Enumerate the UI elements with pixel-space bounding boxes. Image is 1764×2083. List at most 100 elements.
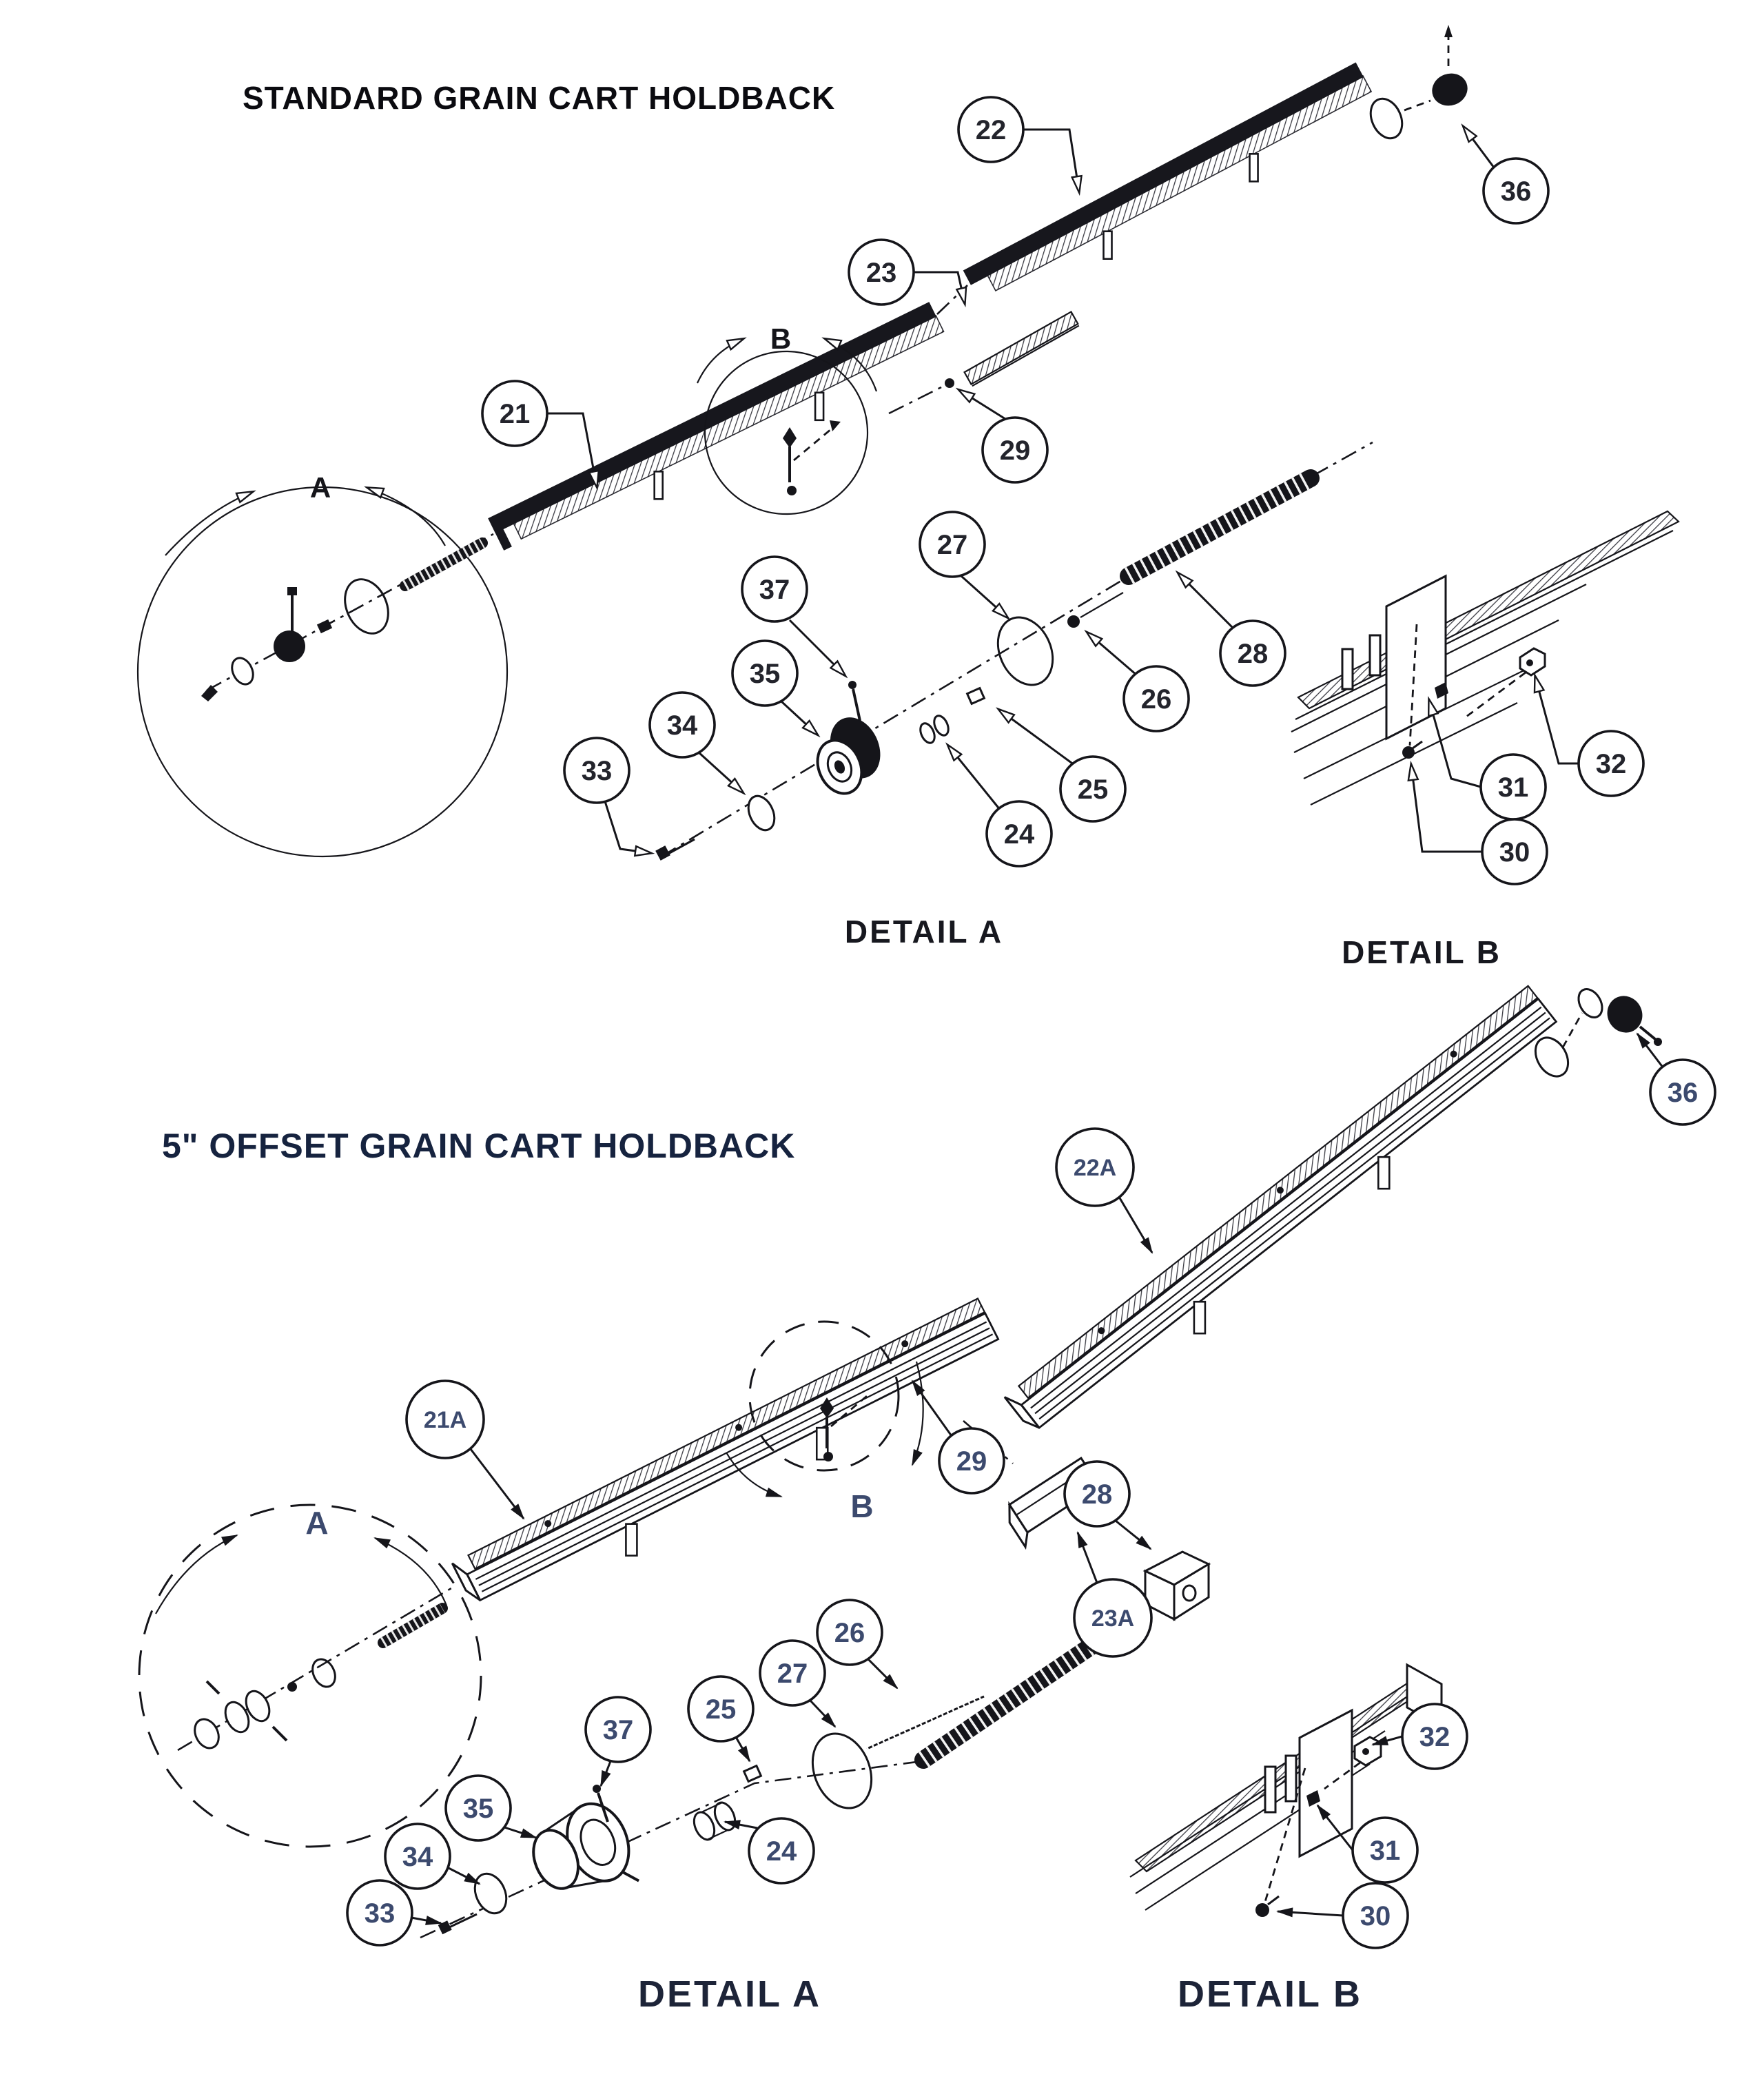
section-offset-holdback: 5" OFFSET GRAIN CART HOLDBACK [138, 985, 1716, 2015]
cap-36-top [1432, 25, 1468, 106]
slide-block-bottom [1142, 1550, 1211, 1621]
callout-35-bottom: 35 [444, 1774, 512, 1842]
svg-text:21A: 21A [424, 1407, 466, 1433]
leader-28-b [1115, 1519, 1152, 1550]
holdback-splice-23 [963, 311, 1080, 387]
detail-b-drawing-bottom [1129, 1663, 1443, 1917]
leader-27-b [808, 1699, 837, 1728]
callout-34-bottom: 34 [384, 1823, 451, 1890]
leader-28 [1178, 573, 1235, 630]
detail-b-label-top: DETAIL B [1342, 934, 1501, 970]
callout-22a: 22A [1055, 1127, 1135, 1207]
pin-31-target-bottom [1306, 1790, 1320, 1807]
callout-23: 23 [848, 238, 915, 306]
svg-text:31: 31 [1498, 772, 1529, 803]
rail-21a [451, 1297, 1000, 1602]
leader-21 [547, 412, 597, 486]
leader-25 [999, 710, 1075, 766]
view-b-arrow-left-b [726, 1452, 783, 1498]
leader-31 [1429, 700, 1481, 788]
svg-text:34: 34 [667, 710, 698, 741]
view-a-arrow-left-b [155, 1534, 238, 1614]
pin-37-bottom [593, 1785, 609, 1823]
leader-23a [1076, 1531, 1098, 1583]
leader-33 [604, 801, 650, 853]
svg-text:33: 33 [365, 1898, 396, 1929]
svg-text:37: 37 [603, 1715, 634, 1745]
svg-text:36: 36 [1501, 176, 1532, 207]
svg-text:24: 24 [766, 1836, 797, 1867]
svg-text:22: 22 [976, 115, 1007, 145]
callout-28-bottom: 28 [1063, 1460, 1131, 1528]
detail-b-drawing-top [1291, 510, 1680, 806]
callout-36-bottom: 36 [1649, 1058, 1716, 1126]
mount-plate-top [1385, 574, 1447, 741]
rail-21 [488, 302, 945, 551]
leader-35-b [504, 1826, 537, 1839]
callout-30-bottom: 30 [1342, 1882, 1409, 1949]
nut-26-top [1067, 592, 1124, 628]
nut-25-bottom [742, 1764, 763, 1783]
bolt-30-target-top [1402, 624, 1423, 759]
callout-32-bottom: 32 [1401, 1703, 1468, 1770]
callout-30-top: 30 [1481, 818, 1548, 885]
section-title-offset: 5" OFFSET GRAIN CART HOLDBACK [162, 1127, 795, 1165]
retainer-cup-35-top [816, 717, 881, 795]
svg-text:28: 28 [1082, 1479, 1113, 1510]
view-circle-a-bottom: A [138, 1504, 482, 1848]
callout-21a: 21A [405, 1379, 485, 1459]
leaders-top [547, 127, 1579, 853]
leader-35 [780, 700, 817, 735]
callout-35-top: 35 [731, 639, 799, 707]
callout-24-bottom: 24 [748, 1817, 815, 1885]
threaded-rod-26-bottom [865, 1694, 985, 1752]
leader-34-b [448, 1867, 481, 1885]
leader-37-b [599, 1761, 612, 1787]
view-a-arrow-right [368, 488, 446, 546]
callout-29-bottom: 29 [938, 1427, 1005, 1495]
svg-text:30: 30 [1499, 837, 1530, 868]
view-b-arrow-right [825, 339, 878, 392]
leader-22 [1023, 128, 1079, 192]
bushing-24-bottom [693, 1801, 737, 1841]
view-circle-a-top: A [136, 471, 509, 858]
view-label-a-top: A [310, 471, 331, 504]
clevis-cup-bottom [205, 1680, 288, 1742]
mount-plate-bottom [1298, 1708, 1353, 1858]
leader-26 [1087, 633, 1138, 677]
nut-32-target-top [1466, 647, 1546, 718]
cap-36-bottom [1607, 996, 1662, 1046]
retainer-cup-35-bottom [532, 1802, 640, 1890]
rail-22 [963, 62, 1373, 291]
ring-27-top [996, 616, 1054, 686]
svg-text:24: 24 [1004, 819, 1035, 850]
bolt-33-top [655, 838, 695, 861]
leaders-bottom [411, 1032, 1665, 1925]
callout-27-bottom: 27 [759, 1639, 826, 1707]
svg-text:26: 26 [1141, 684, 1172, 715]
eyebolt-assembly-bottom [177, 1585, 455, 1752]
svg-text:22A: 22A [1074, 1155, 1116, 1181]
leader-29 [959, 390, 1006, 420]
leader-27 [960, 575, 1007, 617]
detail-a-parts-bottom [420, 1694, 985, 1939]
leader-33-b [411, 1916, 442, 1925]
svg-text:33: 33 [582, 756, 613, 786]
spacer-ring-bottom [1577, 988, 1603, 1018]
section-title-standard: STANDARD GRAIN CART HOLDBACK [243, 80, 835, 116]
bushing-24-top [919, 715, 950, 744]
leader-29-b [911, 1379, 953, 1437]
rail-22a [1003, 985, 1558, 1430]
svg-text:21: 21 [500, 399, 531, 429]
callout-36-top: 36 [1482, 157, 1550, 225]
svg-text:35: 35 [750, 659, 781, 689]
section-standard-holdback: STANDARD GRAIN CART HOLDBACK [136, 25, 1680, 970]
callout-28-top: 28 [1219, 619, 1286, 687]
view-b-arrow-left [696, 339, 743, 384]
view-label-b-bottom: B [850, 1488, 873, 1524]
callout-37-top: 37 [741, 555, 808, 623]
leader-24-b [724, 1820, 758, 1830]
svg-text:23A: 23A [1091, 1605, 1134, 1632]
callout-31-top: 31 [1479, 753, 1547, 821]
leader-36-b [1636, 1032, 1665, 1069]
